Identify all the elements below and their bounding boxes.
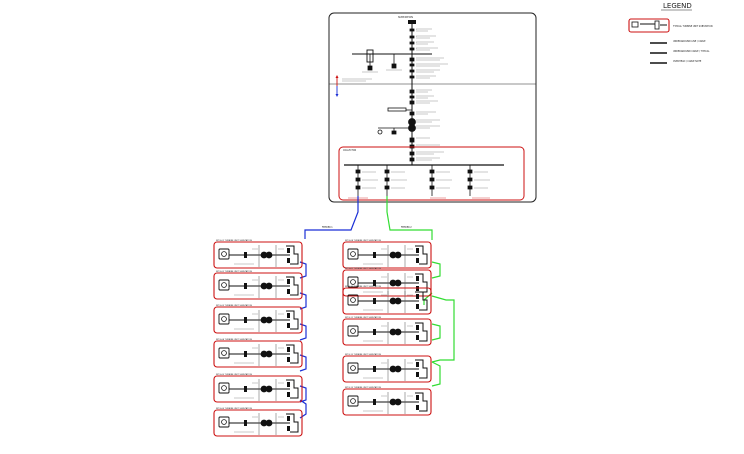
unit-label: WTG-04 TURBINE UNIT SUBSTATION [216,338,252,341]
transformer-icon [389,279,397,287]
legend-item-label: UNDERGROUND LINE / CABLE [673,40,706,43]
legend: LEGEND TYPICAL TURBINE UNIT SUBSTATION U… [628,2,713,64]
unit-frame [213,340,303,368]
transformer-icon [389,297,397,305]
unit-label: WTG-08 TURBINE UNIT SUBSTATION [345,239,381,242]
unit-label: WTG-01 TURBINE UNIT SUBSTATION [216,239,252,242]
transformer-icon [260,419,268,427]
transformer-icon [260,350,268,358]
generator-icon [347,248,359,260]
generator-icon [218,313,230,325]
collector-substation-box [338,146,525,201]
legend-title: LEGEND [663,2,692,10]
unit-frame [213,375,303,403]
unit-label: WTG-10 TURBINE UNIT SUBSTATION [345,285,381,288]
transformer-icon [260,316,268,324]
unit-label: WTG-13 TURBINE UNIT SUBSTATION [345,386,381,389]
transformer-icon [260,251,268,259]
legend-item-label: UNDERGROUND CABLE / TYPICAL [673,50,710,53]
feeder-line-green [386,196,433,240]
generator-icon [218,382,230,394]
transformer-icon [389,328,397,336]
unit-label: WTG-06 TURBINE UNIT SUBSTATION [216,407,252,410]
turbine-unit-substation: WTG-08 TURBINE UNIT SUBSTATION [342,239,432,269]
generator-icon [218,248,230,260]
turbine-unit-substation: WTG-09 TURBINE UNIT SUBSTATION [342,267,432,297]
unit-frame [342,318,432,346]
unit-frame [213,272,303,300]
generator-icon [218,279,230,291]
turbine-unit-substation: WTG-13 TURBINE UNIT SUBSTATION [342,386,432,416]
unit-label: WTG-12 TURBINE UNIT SUBSTATION [345,353,381,356]
unit-label: WTG-09 TURBINE UNIT SUBSTATION [345,267,381,270]
turbine-unit-substation: WTG-02 TURBINE UNIT SUBSTATION [213,270,303,300]
feeder-line-blue [304,196,359,239]
legend-unit-symbol [628,18,670,33]
unit-frame [342,388,432,416]
svg-text:-: - [416,42,417,44]
generator-icon [347,325,359,337]
turbine-unit-substation: WTG-06 TURBINE UNIT SUBSTATION [213,407,303,437]
svg-text:-: - [416,29,417,31]
collector-breakers [355,165,473,196]
unit-frame [213,241,303,269]
turbine-unit-substation: WTG-05 TURBINE UNIT SUBSTATION [213,373,303,403]
top-label: SUBSTATION [398,16,413,19]
top-components [352,28,432,79]
main-substation: SUBSTATION - - - - [328,12,537,203]
transformer-icon [260,282,268,290]
generator-icon [347,276,359,288]
generator-icon [347,395,359,407]
unit-label: WTG-11 TURBINE UNIT SUBSTATION [345,316,381,319]
turbine-unit-substation: WTG-11 TURBINE UNIT SUBSTATION [342,316,432,346]
unit-frame [342,355,432,383]
right-feeder-units: WTG-08 TURBINE UNIT SUBSTATION WTG-09 TUR… [342,239,432,416]
right-feeder-label: FEEDER 2 [401,226,412,229]
unit-label: WTG-02 TURBINE UNIT SUBSTATION [216,270,252,273]
unit-label: WTG-03 TURBINE UNIT SUBSTATION [216,304,252,307]
unit-frame [342,287,432,315]
unit-frame [342,241,432,269]
unit-frame [213,409,303,437]
substation-label: COLLECTOR [343,149,357,152]
turbine-unit-substation: WTG-03 TURBINE UNIT SUBSTATION [213,304,303,334]
unit-frame [213,306,303,334]
left-feeder-units: WTG-01 TURBINE UNIT SUBSTATION WTG-02 TUR… [213,239,303,437]
turbine-unit-substation: WTG-12 TURBINE UNIT SUBSTATION [342,353,432,383]
legend-item-label: TYPICAL TURBINE UNIT SUBSTATION [673,25,713,28]
generator-icon [218,347,230,359]
generator-icon [218,416,230,428]
transformer-icon [389,365,397,373]
transformer-icon [389,251,397,259]
generator-icon [347,294,359,306]
turbine-unit-substation: WTG-10 TURBINE UNIT SUBSTATION [342,285,432,315]
transformer-icon [260,385,268,393]
blue-feeder-ticks [299,261,307,419]
main-frame [328,12,537,203]
turbine-unit-substation: WTG-01 TURBINE UNIT SUBSTATION [213,239,303,269]
unit-frame [342,269,432,297]
svg-text:-: - [416,36,417,38]
svg-text:-: - [416,48,417,50]
left-feeder-label: FEEDER 1 [322,226,333,229]
generator-icon [347,362,359,374]
green-feeder-ticks [423,261,455,387]
transformer-icon [389,398,397,406]
unit-label: WTG-05 TURBINE UNIT SUBSTATION [216,373,252,376]
turbine-unit-substation: WTG-04 TURBINE UNIT SUBSTATION [213,338,303,368]
legend-item-label: OVERHEAD / CABLE NOTE [673,60,702,63]
